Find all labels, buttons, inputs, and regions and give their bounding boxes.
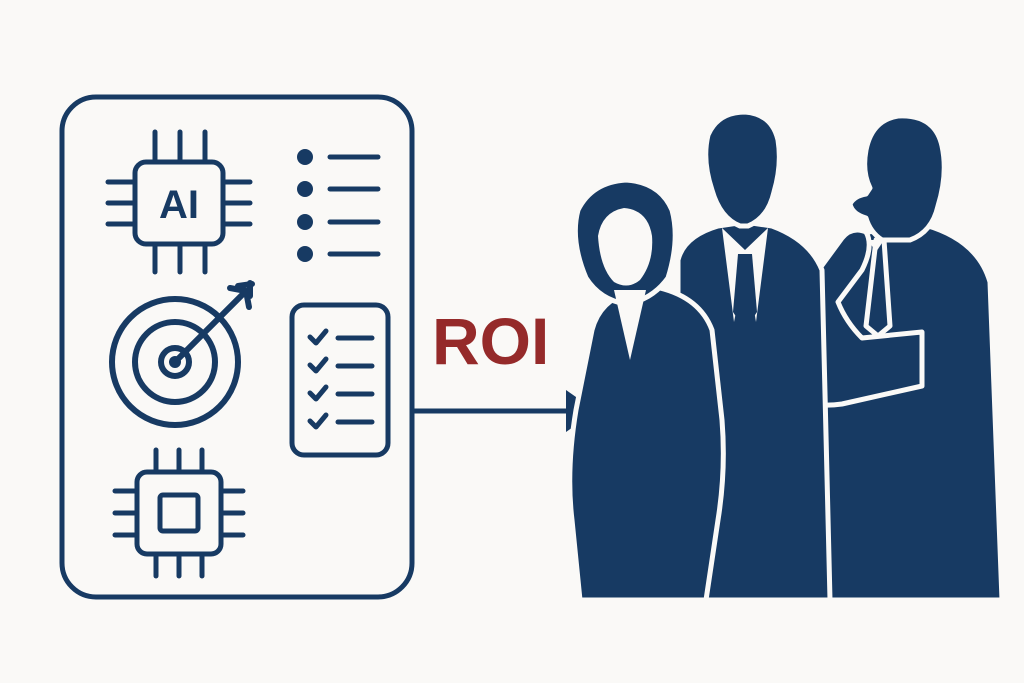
ai-chip-icon	[105, 129, 253, 275]
chip-ai-label: AI	[159, 183, 199, 227]
roi-label: ROI	[432, 304, 549, 378]
processor-chip-icon	[112, 447, 246, 579]
business-people-group	[567, 109, 1005, 603]
target-arrow-icon	[109, 280, 255, 428]
businesswoman-silhouette	[567, 177, 726, 603]
arrow-right-icon	[412, 390, 596, 432]
ai-tools-panel	[59, 94, 415, 600]
bullet-list-icon	[297, 149, 381, 262]
checklist-icon	[289, 302, 391, 458]
panel-frame	[59, 94, 415, 600]
target-bullseye	[169, 356, 181, 368]
